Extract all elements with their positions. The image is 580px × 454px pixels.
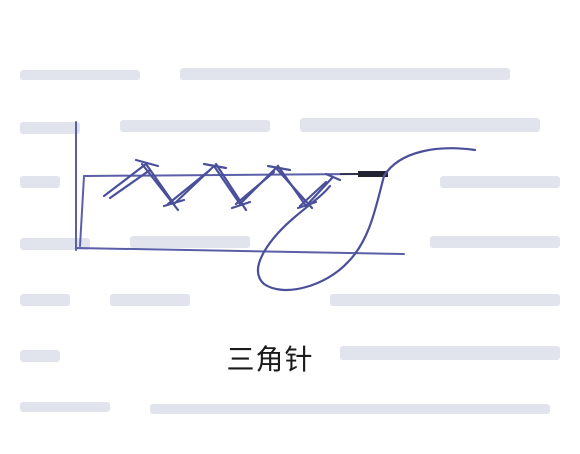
fabric-fold-left xyxy=(79,175,85,247)
stitch-leg-doubles xyxy=(108,162,328,212)
stitch-zigzag xyxy=(102,162,334,208)
stitch-row xyxy=(102,158,342,212)
needle-icon xyxy=(340,171,388,177)
thread-loop xyxy=(257,174,386,292)
stitch-cross-tacks xyxy=(134,158,342,210)
thread-tail xyxy=(382,147,477,178)
diagram-caption: 三角针 xyxy=(226,343,314,376)
working-thread xyxy=(257,147,477,292)
bleed-through-text xyxy=(20,68,560,414)
fabric-bottom-edge xyxy=(75,247,405,255)
